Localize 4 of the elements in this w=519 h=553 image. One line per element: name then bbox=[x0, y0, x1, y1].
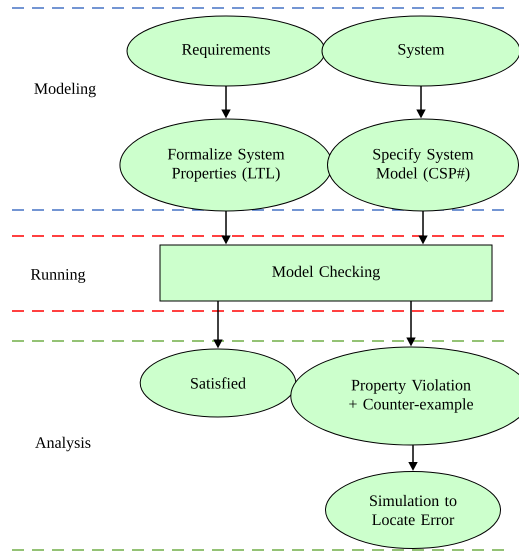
process-box: Model Checking bbox=[160, 244, 492, 302]
section-label: Running bbox=[30, 268, 86, 284]
section-label: Modeling bbox=[34, 82, 96, 98]
section-label: Analysis bbox=[35, 436, 90, 452]
